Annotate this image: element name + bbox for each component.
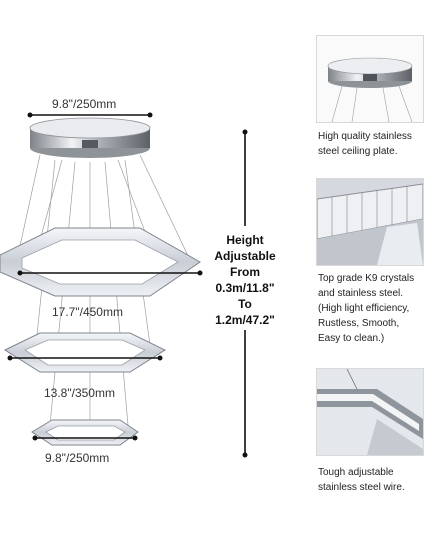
plate-dimension-label: 9.8"/250mm: [52, 97, 117, 111]
large-crystal-ring: [0, 227, 203, 297]
ceiling-plate-detail-image: [316, 35, 424, 123]
medium-ring-dimension-label: 13.8"/350mm: [44, 386, 115, 400]
crystal-detail-image: [316, 178, 424, 266]
height-line-1: Height: [226, 233, 264, 247]
height-line-5: To: [238, 297, 252, 311]
wire-detail-icon: [317, 369, 423, 455]
height-line-6: 1.2m/47.2": [215, 313, 275, 327]
ceiling-plate: [29, 117, 151, 158]
ceiling-plate-caption: High quality stainless steel ceiling pla…: [318, 131, 412, 157]
ceiling-plate-detail-icon: [327, 57, 413, 122]
height-line-4: 0.3m/11.8": [215, 281, 275, 295]
small-ring-dimension-label: 9.8"/250mm: [45, 451, 110, 465]
crystal-caption: Top grade K9 crystals and stainless stee…: [318, 273, 415, 344]
chandelier-illustration: [0, 112, 248, 458]
height-line-2: Adjustable: [214, 249, 276, 263]
large-ring-dimension-label: 17.7"/450mm: [52, 305, 123, 319]
small-crystal-ring: [31, 419, 139, 446]
height-arrow: [242, 129, 248, 458]
crystal-detail-icon: [317, 179, 423, 265]
wire-caption: Tough adjustable stainless steel wire.: [318, 467, 405, 493]
wire-detail-image: [316, 368, 424, 456]
height-line-3: From: [230, 265, 260, 279]
height-adjustable-text: Height Adjustable From 0.3m/11.8" To 1.2…: [203, 232, 287, 328]
plate-dimension-line: [27, 112, 153, 118]
medium-crystal-ring: [3, 332, 167, 373]
